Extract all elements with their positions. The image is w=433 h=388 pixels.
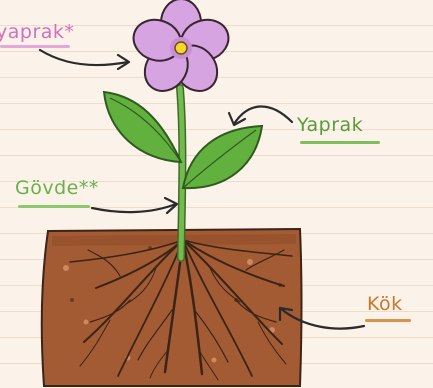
label-root-underline <box>365 319 411 322</box>
leaf-left <box>104 92 181 162</box>
flower-center <box>175 42 187 54</box>
arrow-petal <box>40 50 128 65</box>
label-stem-underline <box>18 205 90 208</box>
label-leaf: Yaprak <box>297 114 363 136</box>
label-stem: Gövde** <box>15 177 99 199</box>
label-petal: yaprak* <box>0 21 74 43</box>
label-petal-underline <box>0 45 70 48</box>
leaf-right <box>183 126 262 188</box>
arrow-stem <box>92 204 176 212</box>
label-leaf-underline <box>300 141 380 144</box>
label-root: Kök <box>367 293 403 315</box>
